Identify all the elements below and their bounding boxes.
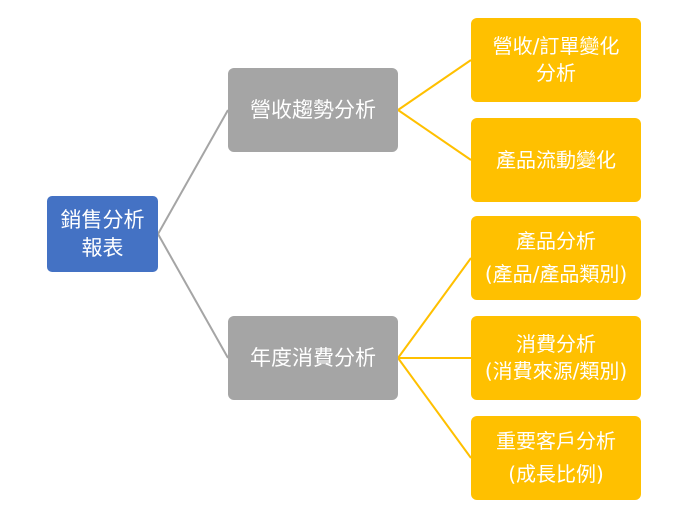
- root-node: 銷售分析 報表: [47, 196, 158, 272]
- leaf-node-product-flow-change: 產品流動變化: [471, 118, 641, 202]
- leaf-node-product-analysis: 產品分析 (產品/產品類別): [471, 216, 641, 300]
- leaf-node-line2: (消費來源/類別): [484, 359, 628, 383]
- connector-root-branch2: [157, 233, 229, 359]
- leaf-node-line2: (產品/產品類別): [484, 262, 628, 286]
- leaf-node-line1: 營收/訂單變化: [492, 34, 620, 58]
- leaf-node-line2: 分析: [536, 61, 576, 85]
- connector-branch2-leaf3: [397, 257, 472, 359]
- connector-branch1-leaf1: [397, 59, 472, 111]
- leaf-node-revenue-order-change: 營收/訂單變化 分析: [471, 18, 641, 102]
- leaf-node-line2: (成長比例): [508, 462, 604, 486]
- branch-node-label: 營收趨勢分析: [250, 97, 376, 122]
- connector-branch1-leaf2: [397, 109, 472, 161]
- connector-root-branch1: [157, 109, 229, 235]
- connector-branch2-leaf5: [397, 357, 472, 459]
- leaf-node-line1: 消費分析: [516, 332, 596, 356]
- branch-node-annual-consumption: 年度消費分析: [228, 316, 398, 400]
- branch-node-label: 年度消費分析: [250, 345, 376, 370]
- leaf-node-line1: 產品流動變化: [496, 147, 616, 172]
- root-node-line2: 報表: [81, 236, 124, 260]
- leaf-node-line1: 產品分析: [516, 229, 596, 253]
- leaf-node-line1: 重要客戶分析: [496, 429, 616, 453]
- branch-node-revenue-trend: 營收趨勢分析: [228, 68, 398, 152]
- leaf-node-consumption-analysis: 消費分析 (消費來源/類別): [471, 316, 641, 400]
- root-node-line1: 銷售分析: [60, 207, 145, 232]
- leaf-node-key-customer-analysis: 重要客戶分析 (成長比例): [471, 416, 641, 500]
